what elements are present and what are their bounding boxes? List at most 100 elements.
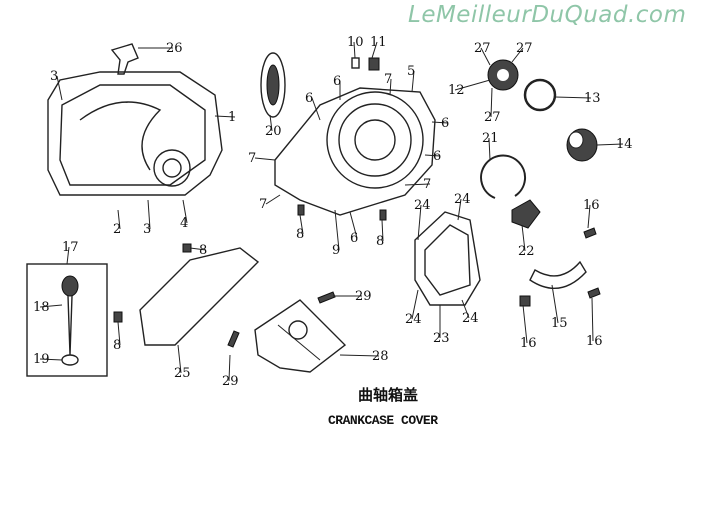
callout-leader-line xyxy=(404,183,431,186)
callout-leader-line xyxy=(177,344,182,374)
caption-chinese: 曲轴箱盖 xyxy=(358,386,419,404)
callout-leader-line xyxy=(389,78,392,96)
callout-number: 7 xyxy=(384,72,392,87)
callout-leader-line xyxy=(214,115,236,118)
callout-number: 7 xyxy=(248,151,256,166)
callout-number: 21 xyxy=(482,131,499,146)
callout-number: 29 xyxy=(355,289,372,304)
callout-number: 6 xyxy=(350,231,358,246)
callout-leader-line xyxy=(265,194,281,205)
callout-leader-line xyxy=(182,199,188,224)
callout-leader-line xyxy=(353,41,356,59)
callout-leader-line xyxy=(454,79,491,91)
callout-number: 6 xyxy=(333,74,341,89)
callout-number: 8 xyxy=(376,234,384,249)
callout-number: 23 xyxy=(433,331,450,346)
callout-number: 28 xyxy=(372,349,389,364)
gasket-part xyxy=(414,211,481,306)
cap-part xyxy=(368,57,380,71)
callout-leader-line xyxy=(411,289,419,320)
gear-part xyxy=(487,59,519,91)
callout-leader-line xyxy=(117,209,121,230)
callout-number: 14 xyxy=(616,137,633,152)
callout-leader-line xyxy=(522,304,528,344)
callout-number: 24 xyxy=(405,312,422,327)
callout-leader-line xyxy=(490,87,493,118)
callout-number: 27 xyxy=(516,41,533,56)
callout-leader-line xyxy=(431,121,449,124)
callout-leader-line xyxy=(521,224,526,252)
bolt-parts xyxy=(113,204,601,348)
callout-leader-line xyxy=(417,204,422,241)
plate-part xyxy=(529,260,587,289)
callout-leader-line xyxy=(480,47,491,66)
callout-leader-line xyxy=(311,97,321,121)
callout-leader-line xyxy=(339,354,380,357)
callout-number: 24 xyxy=(414,198,431,213)
callout-leader-line xyxy=(371,41,378,59)
callout-number: 7 xyxy=(259,197,267,212)
o-ring-part xyxy=(523,78,557,112)
stator-cover-part xyxy=(274,87,436,216)
callout-leader-line xyxy=(334,209,340,251)
callout-number: 6 xyxy=(441,116,449,131)
callout-leader-line xyxy=(56,75,63,101)
callout-leader-line xyxy=(554,96,592,99)
callout-leader-line xyxy=(596,143,624,146)
callout-number: 24 xyxy=(462,311,479,326)
callout-leader-line xyxy=(117,321,121,346)
callout-number: 26 xyxy=(166,41,183,56)
callout-number: 3 xyxy=(143,222,151,237)
callout-leader-line xyxy=(147,199,151,230)
drive-gear-part xyxy=(511,199,541,229)
callout-leader-line xyxy=(299,214,304,235)
callout-number: 19 xyxy=(33,352,50,367)
callout-number: 22 xyxy=(518,244,535,259)
callout-number: 8 xyxy=(296,227,304,242)
caption-english: CRANKCASE COVER xyxy=(328,413,438,428)
callout-leader-line xyxy=(189,247,207,251)
callout-leader-line xyxy=(411,70,415,93)
callout-number: 16 xyxy=(520,336,537,351)
callout-leader-line xyxy=(254,157,276,161)
callout-number: 16 xyxy=(583,198,600,213)
callout-number: 18 xyxy=(33,300,50,315)
callout-leader-line xyxy=(591,297,594,342)
callout-leader-line xyxy=(424,154,441,157)
callout-number: 8 xyxy=(199,243,207,258)
callout-number: 10 xyxy=(347,35,364,50)
callout-leader-line xyxy=(39,358,63,361)
callout-leader-line xyxy=(66,246,70,265)
callout-number: 6 xyxy=(433,149,441,164)
callout-number: 12 xyxy=(448,83,465,98)
watermark: LeMeilleurDuQuad.com xyxy=(408,2,687,28)
oil-seal-part xyxy=(260,52,286,118)
callout-number: 11 xyxy=(370,35,387,50)
bearing-part xyxy=(566,128,598,162)
callout-number: 7 xyxy=(423,177,431,192)
callout-number: 1 xyxy=(228,110,236,125)
callout-number: 17 xyxy=(62,240,79,255)
cover-gasket-part xyxy=(139,247,260,346)
callout-number: 24 xyxy=(454,192,471,207)
callout-number: 25 xyxy=(174,366,191,381)
callout-leader-line xyxy=(511,47,524,63)
callout-number: 8 xyxy=(113,338,121,353)
callout-number: 5 xyxy=(407,64,415,79)
callout-number: 16 xyxy=(586,334,603,349)
callout-number: 29 xyxy=(222,374,239,389)
callout-leader-line xyxy=(39,304,63,308)
callout-leader-line xyxy=(457,198,462,221)
callout-number: 3 xyxy=(50,69,58,84)
clutch-cover-part xyxy=(47,71,223,196)
callout-number: 4 xyxy=(180,216,188,231)
callout-number: 6 xyxy=(305,91,313,106)
callout-number: 9 xyxy=(332,243,340,258)
guard-plate-part xyxy=(254,299,347,373)
callout-leader-line xyxy=(228,354,231,382)
callout-leader-line xyxy=(587,204,591,229)
bracket-part xyxy=(110,43,139,75)
